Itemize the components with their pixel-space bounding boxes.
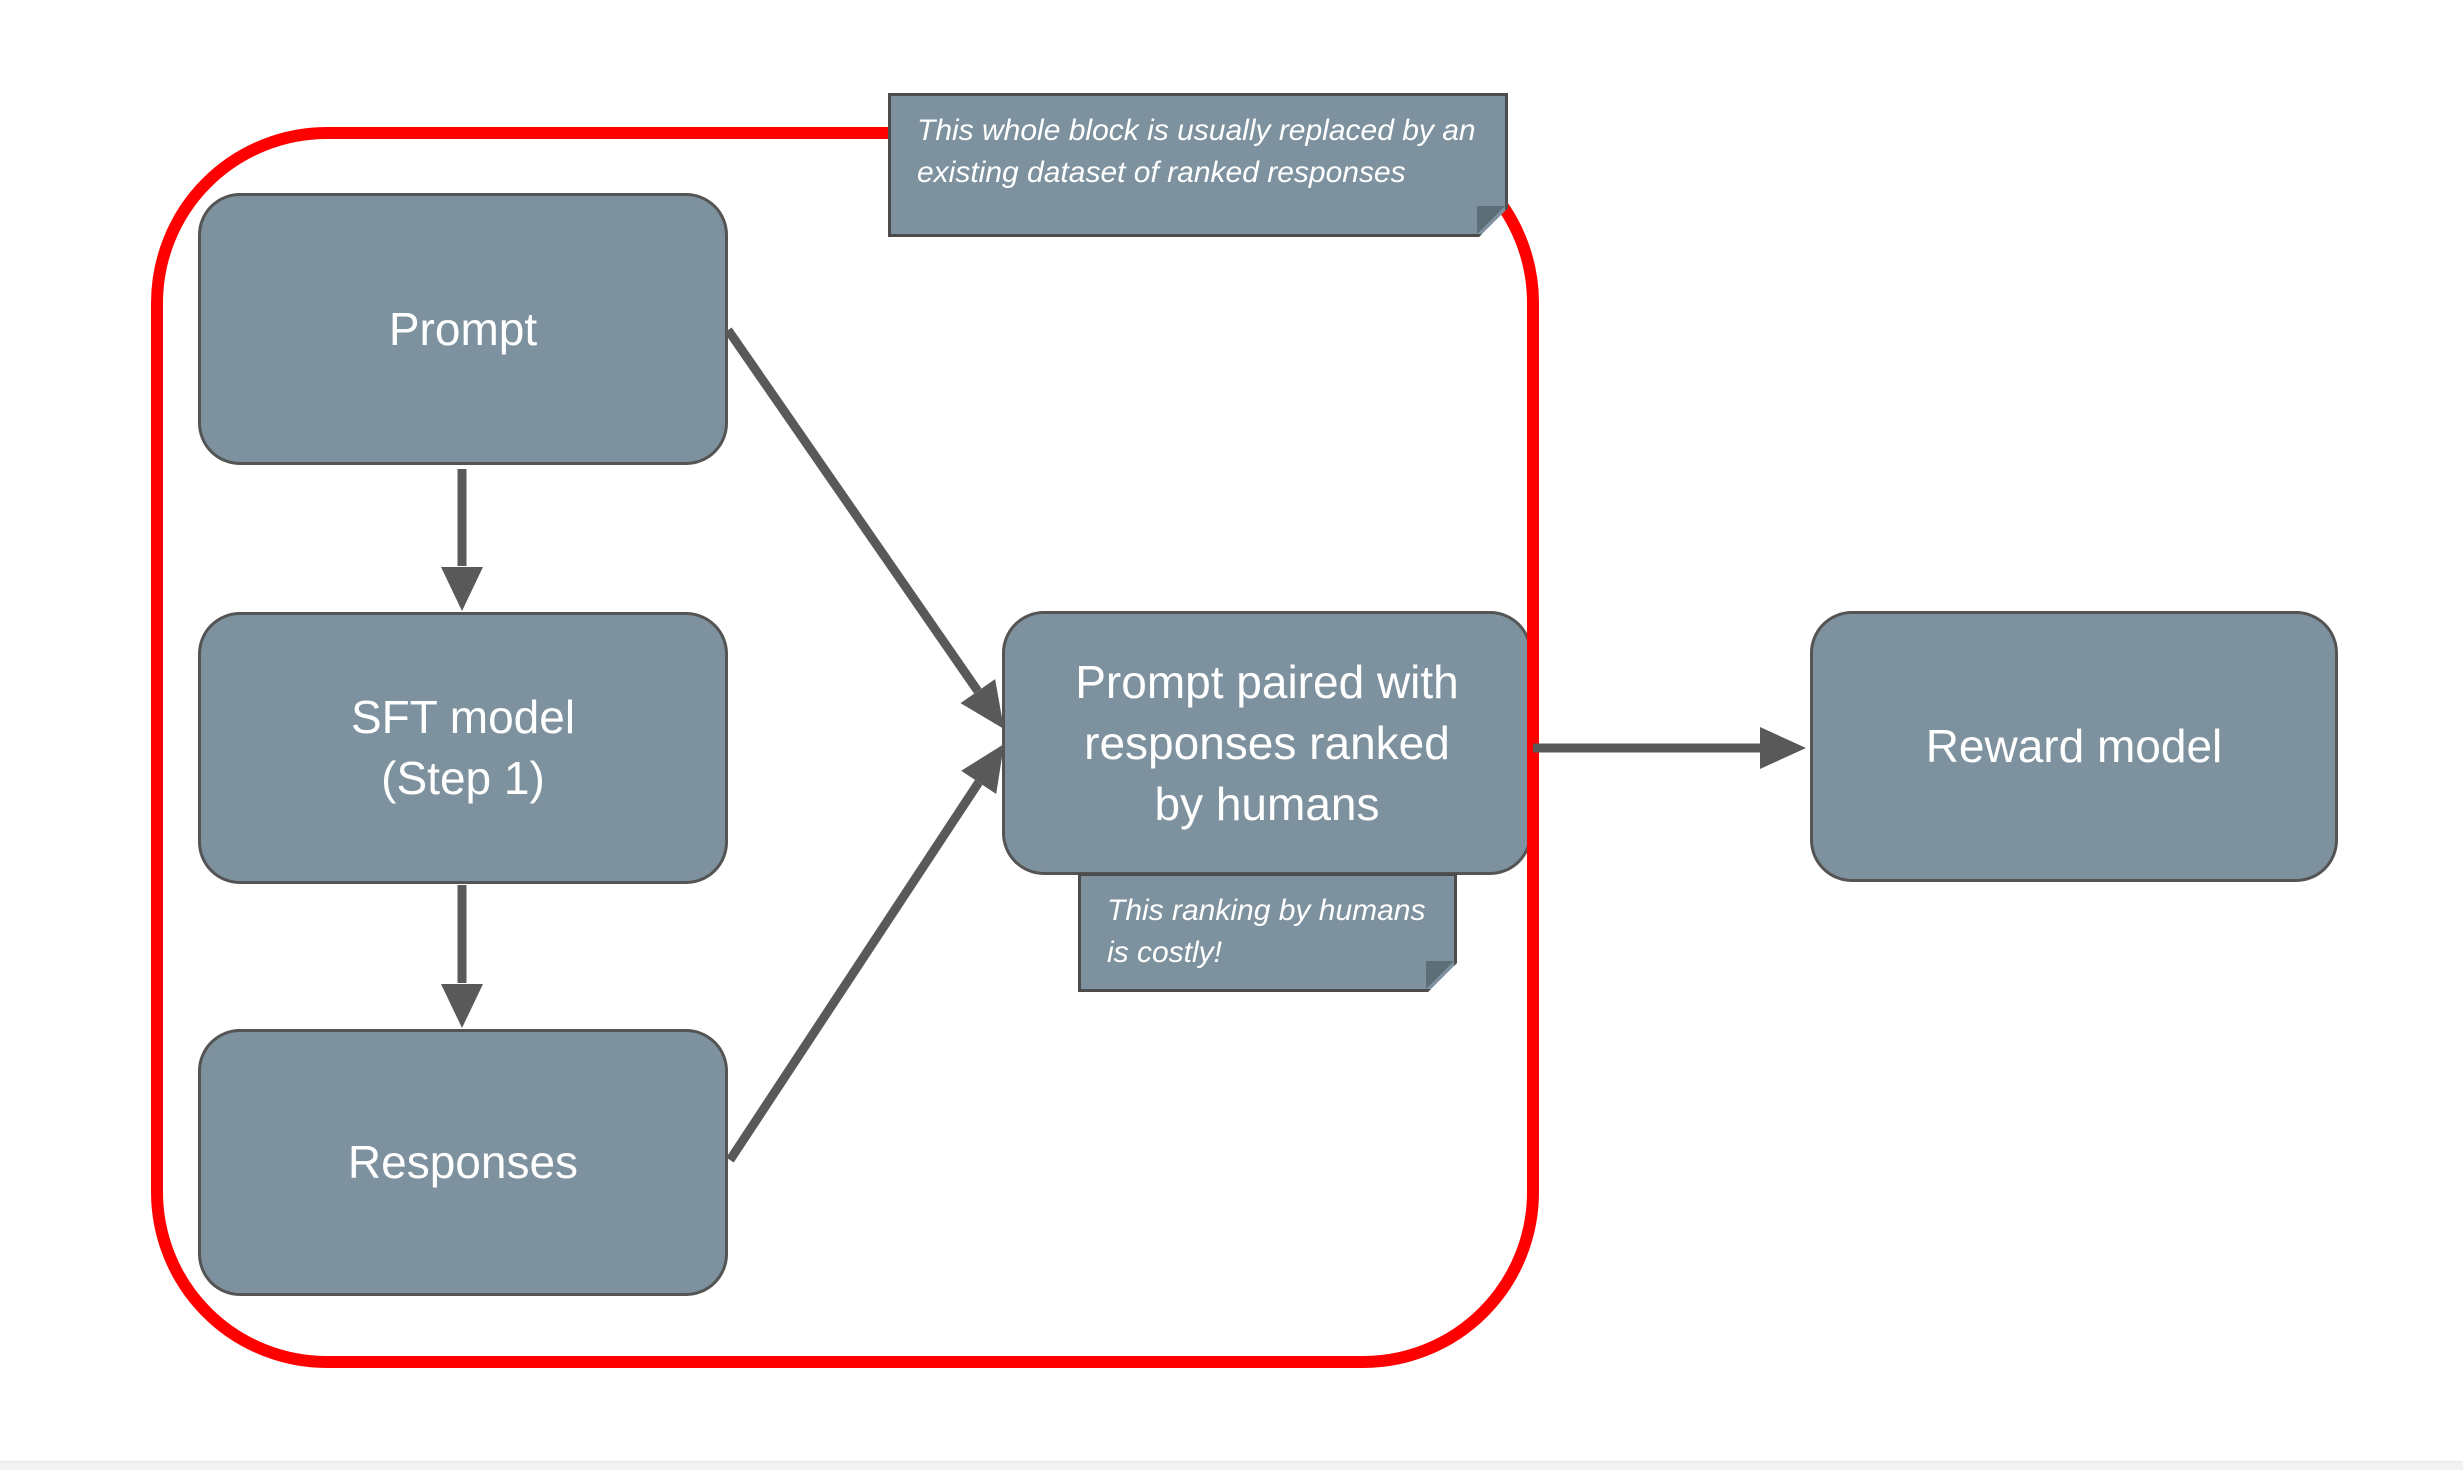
note-costly: This ranking by humans is costly!	[1078, 873, 1457, 992]
arrow-sft-to-responses	[441, 885, 483, 1028]
responses-box-label: Responses	[347, 1136, 579, 1188]
reward-model-box-label: Reward model	[1925, 720, 2223, 772]
responses-box: Responses	[198, 1029, 728, 1296]
arrow-ranked-to-reward	[1533, 727, 1806, 769]
note-dataset-text: This whole block is usually replaced by …	[917, 114, 1476, 189]
ranked-responses-box-label: Prompt paired with responses ranked by h…	[1075, 655, 1459, 830]
sft-model-box-label: SFT model (Step 1)	[350, 691, 576, 804]
arrow-responses-to-ranked	[726, 744, 1004, 1163]
prompt-box: Prompt	[198, 193, 728, 465]
arrow-prompt-to-sft	[441, 469, 483, 611]
red-highlight-border	[151, 127, 1539, 1368]
ranked-responses-box: Prompt paired with responses ranked by h…	[1002, 611, 1532, 875]
prompt-box-label: Prompt	[388, 302, 538, 355]
slide-edge-strip	[0, 1461, 2463, 1470]
note-dataset: This whole block is usually replaced by …	[888, 93, 1508, 237]
arrow-prompt-to-ranked	[724, 327, 1004, 729]
reward-model-box: Reward model	[1810, 611, 2338, 882]
note-costly-text: This ranking by humans is costly!	[1107, 894, 1426, 969]
sft-model-box: SFT model (Step 1)	[198, 612, 728, 884]
